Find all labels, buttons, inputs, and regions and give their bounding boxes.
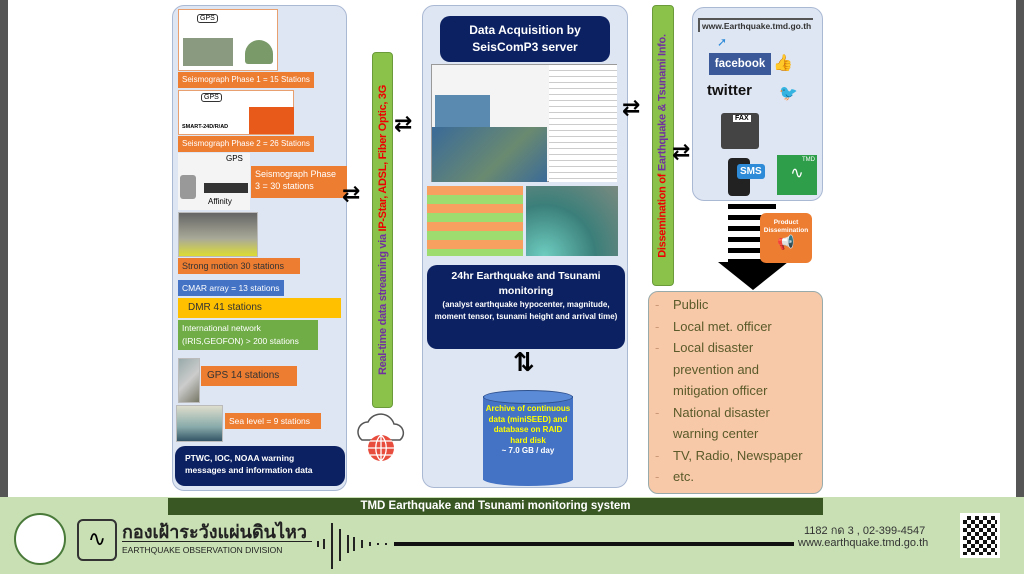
megaphone-icon: 📢 (777, 234, 795, 250)
divider-line (444, 542, 794, 546)
recorder-image (183, 38, 233, 66)
dissemination-bar: Dissemination of Earthquake & Tsunami In… (652, 5, 674, 286)
bidirectional-arrow-icon: ⇄ (342, 182, 361, 207)
gps-icon: GPS (201, 93, 222, 102)
cmar-label: CMAR array = 13 stations (178, 280, 284, 296)
contact-phone: 1182 กด 3 , 02-399-4547 (804, 525, 926, 537)
sensor-image (249, 107, 294, 134)
list-item: -Local disaster prevention and mitigatio… (655, 340, 768, 398)
info-type-text: Earthquake & Tsunami Info. (657, 33, 670, 171)
fax-icon: FAX (721, 113, 759, 149)
facebook-logo[interactable]: facebook (709, 53, 771, 75)
international-network-label: International network (IRIS,GEOFON) > 20… (178, 320, 318, 350)
phase2-label: Seismograph Phase 2 = 26 Stations (178, 136, 314, 152)
monitoring-box: 24hr Earthquake and Tsunami monitoring (… (427, 265, 625, 349)
tmd-seal-logo (14, 513, 66, 565)
gps-label: GPS (226, 154, 243, 163)
tmd-label: TMD (802, 157, 815, 163)
data-streaming-bar: Real-time data streaming via IP-Star, AD… (372, 52, 393, 408)
dissemination-text: Dissemination of (657, 170, 670, 258)
streaming-text: Real-time data streaming (376, 248, 389, 375)
gps-station-photo (178, 358, 200, 403)
data-center-panel: Data Acquisition by SeisComP3 server 24h… (422, 5, 628, 488)
archive-database-cylinder: Archive of continuous data (miniSEED) an… (483, 390, 573, 486)
bidirectional-arrow-icon: ⇄ (394, 112, 413, 137)
left-border (0, 0, 8, 574)
list-item: -National disaster warning center (655, 404, 770, 442)
dmr-label: DMR 41 stations (178, 298, 341, 318)
list-item: -TV, Radio, Newspaper (655, 447, 803, 463)
twitter-bird-icon: 🐦 (779, 85, 798, 102)
seismic-wave-logo-icon: ∿ (77, 519, 117, 561)
strong-motion-label: Strong motion 30 stations (178, 258, 300, 274)
digitizer-image (204, 183, 248, 193)
list-item: -etc. (655, 469, 694, 484)
warning-messages-box: PTWC, IOC, NOAA warning messages and inf… (175, 446, 345, 486)
network-types-text: IP-Star, ADSL, Fiber Optic, 3G (376, 85, 389, 232)
list-item: -Public (655, 297, 709, 312)
monitoring-description: (analyst earthquake hypocenter, magnitud… (434, 300, 618, 321)
division-name-english: EARTHQUAKE OBSERVATION DIVISION (122, 541, 312, 555)
archive-text: Archive of continuous data (miniSEED) an… (485, 404, 571, 445)
thumbs-up-icon: 👍 (773, 55, 793, 72)
strong-motion-photo (178, 212, 258, 257)
seismogram-line-icon (317, 523, 444, 569)
vertical-bidirectional-arrow-icon: ⇅ (513, 348, 535, 378)
product-dissemination-box: Product Dissemination 📢 (760, 213, 812, 263)
recipients-list: -Public -Local met. officer -Local disas… (648, 291, 823, 494)
down-arrow-icon (718, 262, 788, 290)
qr-code (960, 513, 1000, 558)
tmd-app-icon: TMD∿ (777, 155, 817, 195)
map-thumbnail (435, 95, 490, 127)
website-link[interactable]: www.Earthquake.tmd.go.th (698, 18, 814, 32)
data-acquisition-title: Data Acquisition by SeisComP3 server (440, 16, 610, 62)
sensor-dome-image (245, 40, 273, 64)
twitter-logo[interactable]: twitter (707, 82, 752, 99)
via-text: via (376, 231, 389, 249)
bidirectional-arrow-icon: ⇄ (672, 140, 691, 165)
gps-stations-label: GPS 14 stations (201, 366, 297, 386)
event-map (432, 127, 547, 182)
station-network-panel: GPS Seismograph Phase 1 = 15 Stations GP… (172, 5, 347, 491)
smart-label: SMART-24D/R/AD (182, 124, 229, 130)
gps-icon: GPS (197, 14, 218, 23)
sms-icon: SMS (737, 164, 765, 179)
tsunami-simulation-screenshot (526, 186, 618, 256)
station-status-screenshot (427, 186, 523, 256)
channels-panel: www.Earthquake.tmd.go.th ➚ facebook 👍 tw… (692, 7, 823, 201)
product-dissemination-label: Product Dissemination (763, 219, 809, 234)
list-item: -Local met. officer (655, 318, 772, 334)
affinity-photo: GPS Affinity (178, 153, 250, 210)
seismograph-phase1-photo: GPS (178, 9, 278, 71)
phase3-label: Seismograph Phase 3 = 30 stations (251, 166, 347, 198)
right-border (1016, 0, 1024, 574)
sea-level-label: Sea level = 9 stations (225, 413, 321, 429)
seismograph-phase2-photo: GPS SMART-24D/R/AD (178, 90, 294, 135)
phase1-label: Seismograph Phase 1 = 15 Stations (178, 72, 314, 88)
cursor-icon: ➚ (717, 35, 728, 49)
fax-label: FAX (733, 115, 751, 122)
website-url[interactable]: www.earthquake.tmd.go.th (798, 537, 929, 549)
sensor-image (180, 175, 196, 199)
archive-rate: ~ 7.0 GB / day (501, 446, 555, 455)
seiscomp-screenshot (431, 64, 617, 182)
affinity-label: Affinity (208, 197, 232, 206)
system-title: TMD Earthquake and Tsunami monitoring sy… (168, 498, 823, 515)
monitoring-title: 24hr Earthquake and Tsunami monitoring (451, 270, 601, 297)
waveform-traces (549, 65, 617, 182)
bidirectional-arrow-icon: ⇄ (622, 96, 641, 121)
division-name-thai: กองเฝ้าระวังแผ่นดินไหว (122, 522, 308, 542)
cloud-internet-icon (357, 413, 405, 462)
footer-banner: TMD Earthquake and Tsunami monitoring sy… (0, 497, 1024, 574)
sea-level-photo (176, 405, 223, 442)
